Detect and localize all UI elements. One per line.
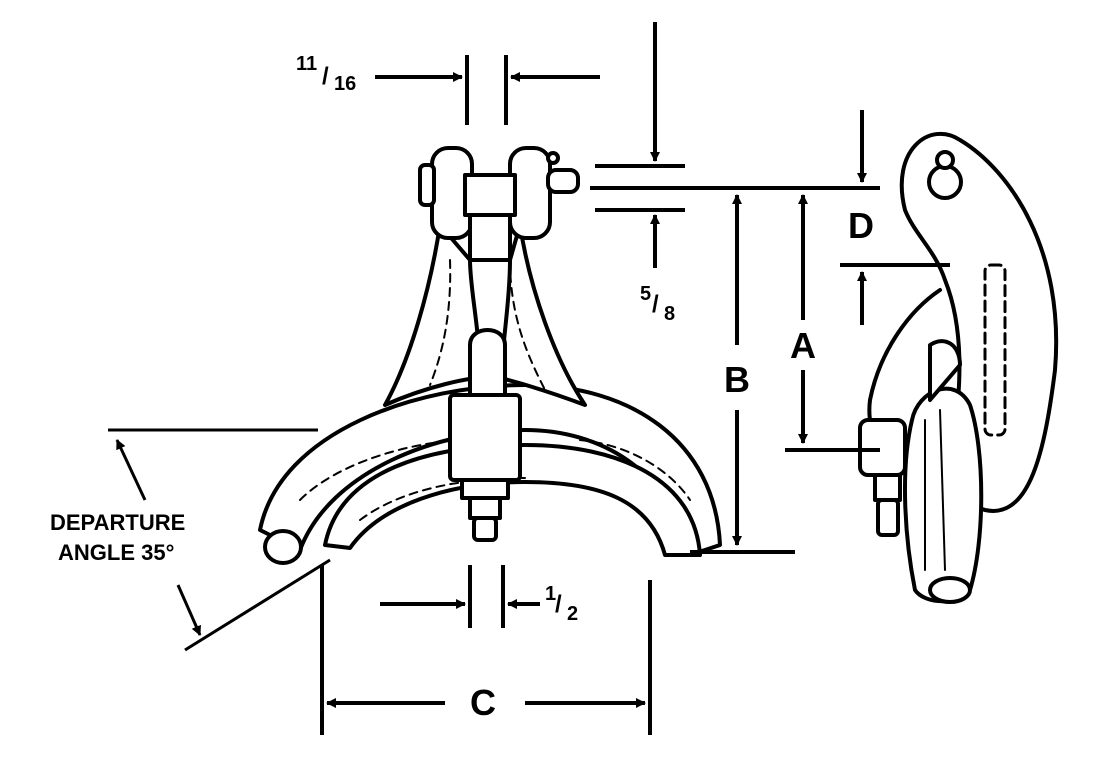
side-pin [927,164,963,200]
dim-11-16-denominator: 16 [334,73,356,95]
dim-5-8-slash: / [652,291,659,318]
side-view-clamp [858,131,1059,604]
label-b: B [724,359,750,400]
dim-1-2-slash: / [555,591,562,618]
label-d: D [848,205,874,246]
dim-11-16-numerator: 11 [296,53,317,75]
side-body [899,131,1059,513]
dimension-lines [108,22,950,735]
departure-label-line1: DEPARTURE [50,510,185,535]
side-nut [858,418,907,477]
dim-1-2-numerator: 1 [545,583,556,605]
clamp-saddle [323,443,702,557]
cotter-pin [546,168,580,194]
conductor-end-left [263,529,303,565]
label-a: A [790,325,816,366]
clamp-body [383,223,482,407]
conductor-cable [258,383,722,557]
dim-1-2-denominator: 2 [567,603,578,625]
label-c: C [470,682,496,723]
dim-5-8-denominator: 8 [664,303,675,325]
dim-11-16-slash: / [322,63,329,90]
dimension-labels: 11 / 16 5 / 8 1 / 2 A B C D DEPARTURE AN… [50,53,874,723]
clamp-nut-block [448,393,522,482]
dim-5-8-numerator: 5 [640,283,651,305]
departure-label-line2: ANGLE 35° [58,540,174,565]
front-view-clamp [258,146,722,565]
